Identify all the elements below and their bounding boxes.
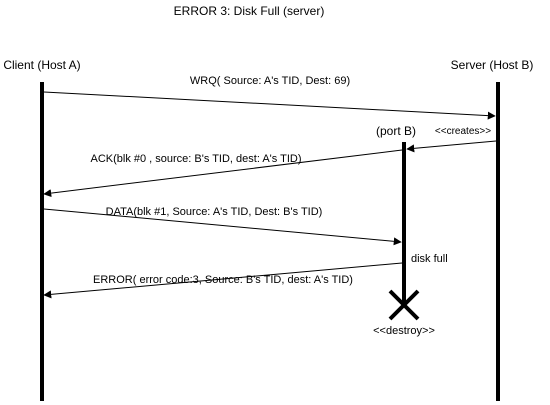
port-b-label: (port B) <box>376 124 416 138</box>
wrq-label: WRQ( Source: A's TID, Dest: 69) <box>190 75 350 87</box>
error-label: ERROR( error code:3, Source: B's TID, de… <box>93 274 353 286</box>
server-label: Server (Host B) <box>451 58 534 72</box>
ack-label: ACK(blk #0 , source: B's TID, dest: A's … <box>90 153 301 165</box>
ack-arrow <box>43 149 403 198</box>
disk-full-label: disk full <box>411 253 448 265</box>
creates-label: <<creates>> <box>435 126 491 137</box>
data-label: DATA(blk #1, Source: A's TID, Dest: B's … <box>106 206 323 218</box>
error-arrow <box>43 262 403 299</box>
destroy-label: <<destroy>> <box>373 325 435 337</box>
diagram-title: ERROR 3: Disk Full (server) <box>174 4 325 18</box>
data-arrow <box>43 208 402 246</box>
wrq-arrow <box>43 91 496 120</box>
destroy-x-icon <box>388 289 420 321</box>
creates-arrow <box>406 140 497 153</box>
client-label: Client (Host A) <box>3 58 80 72</box>
